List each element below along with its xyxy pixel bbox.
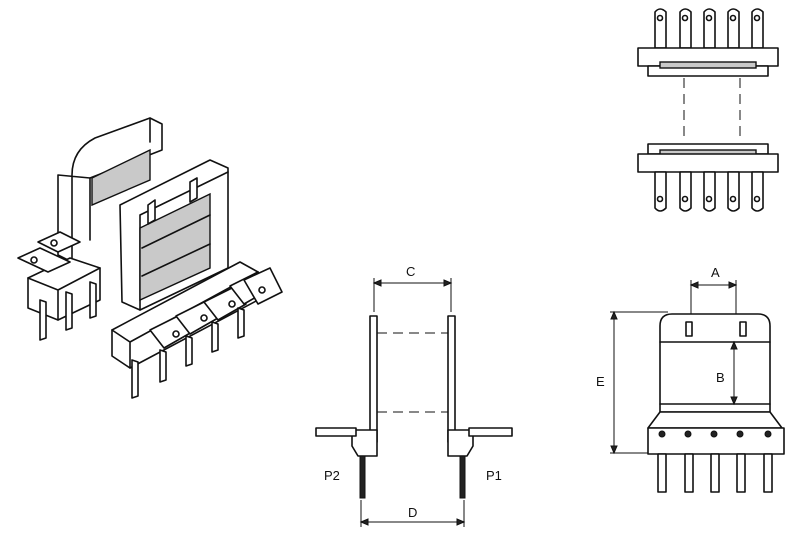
dim-label-b: B <box>716 370 725 385</box>
front-view: A E B <box>596 265 785 493</box>
pin-label-p1: P1 <box>486 468 502 483</box>
top-view <box>637 8 779 212</box>
dim-label-e: E <box>596 374 605 389</box>
isometric-view <box>17 117 283 399</box>
pin-label-p2: P2 <box>324 468 340 483</box>
dim-label-c: C <box>406 264 415 279</box>
dim-label-a: A <box>711 265 720 280</box>
dim-label-d: D <box>408 505 417 520</box>
side-view: C P2 P1 D <box>315 264 513 527</box>
